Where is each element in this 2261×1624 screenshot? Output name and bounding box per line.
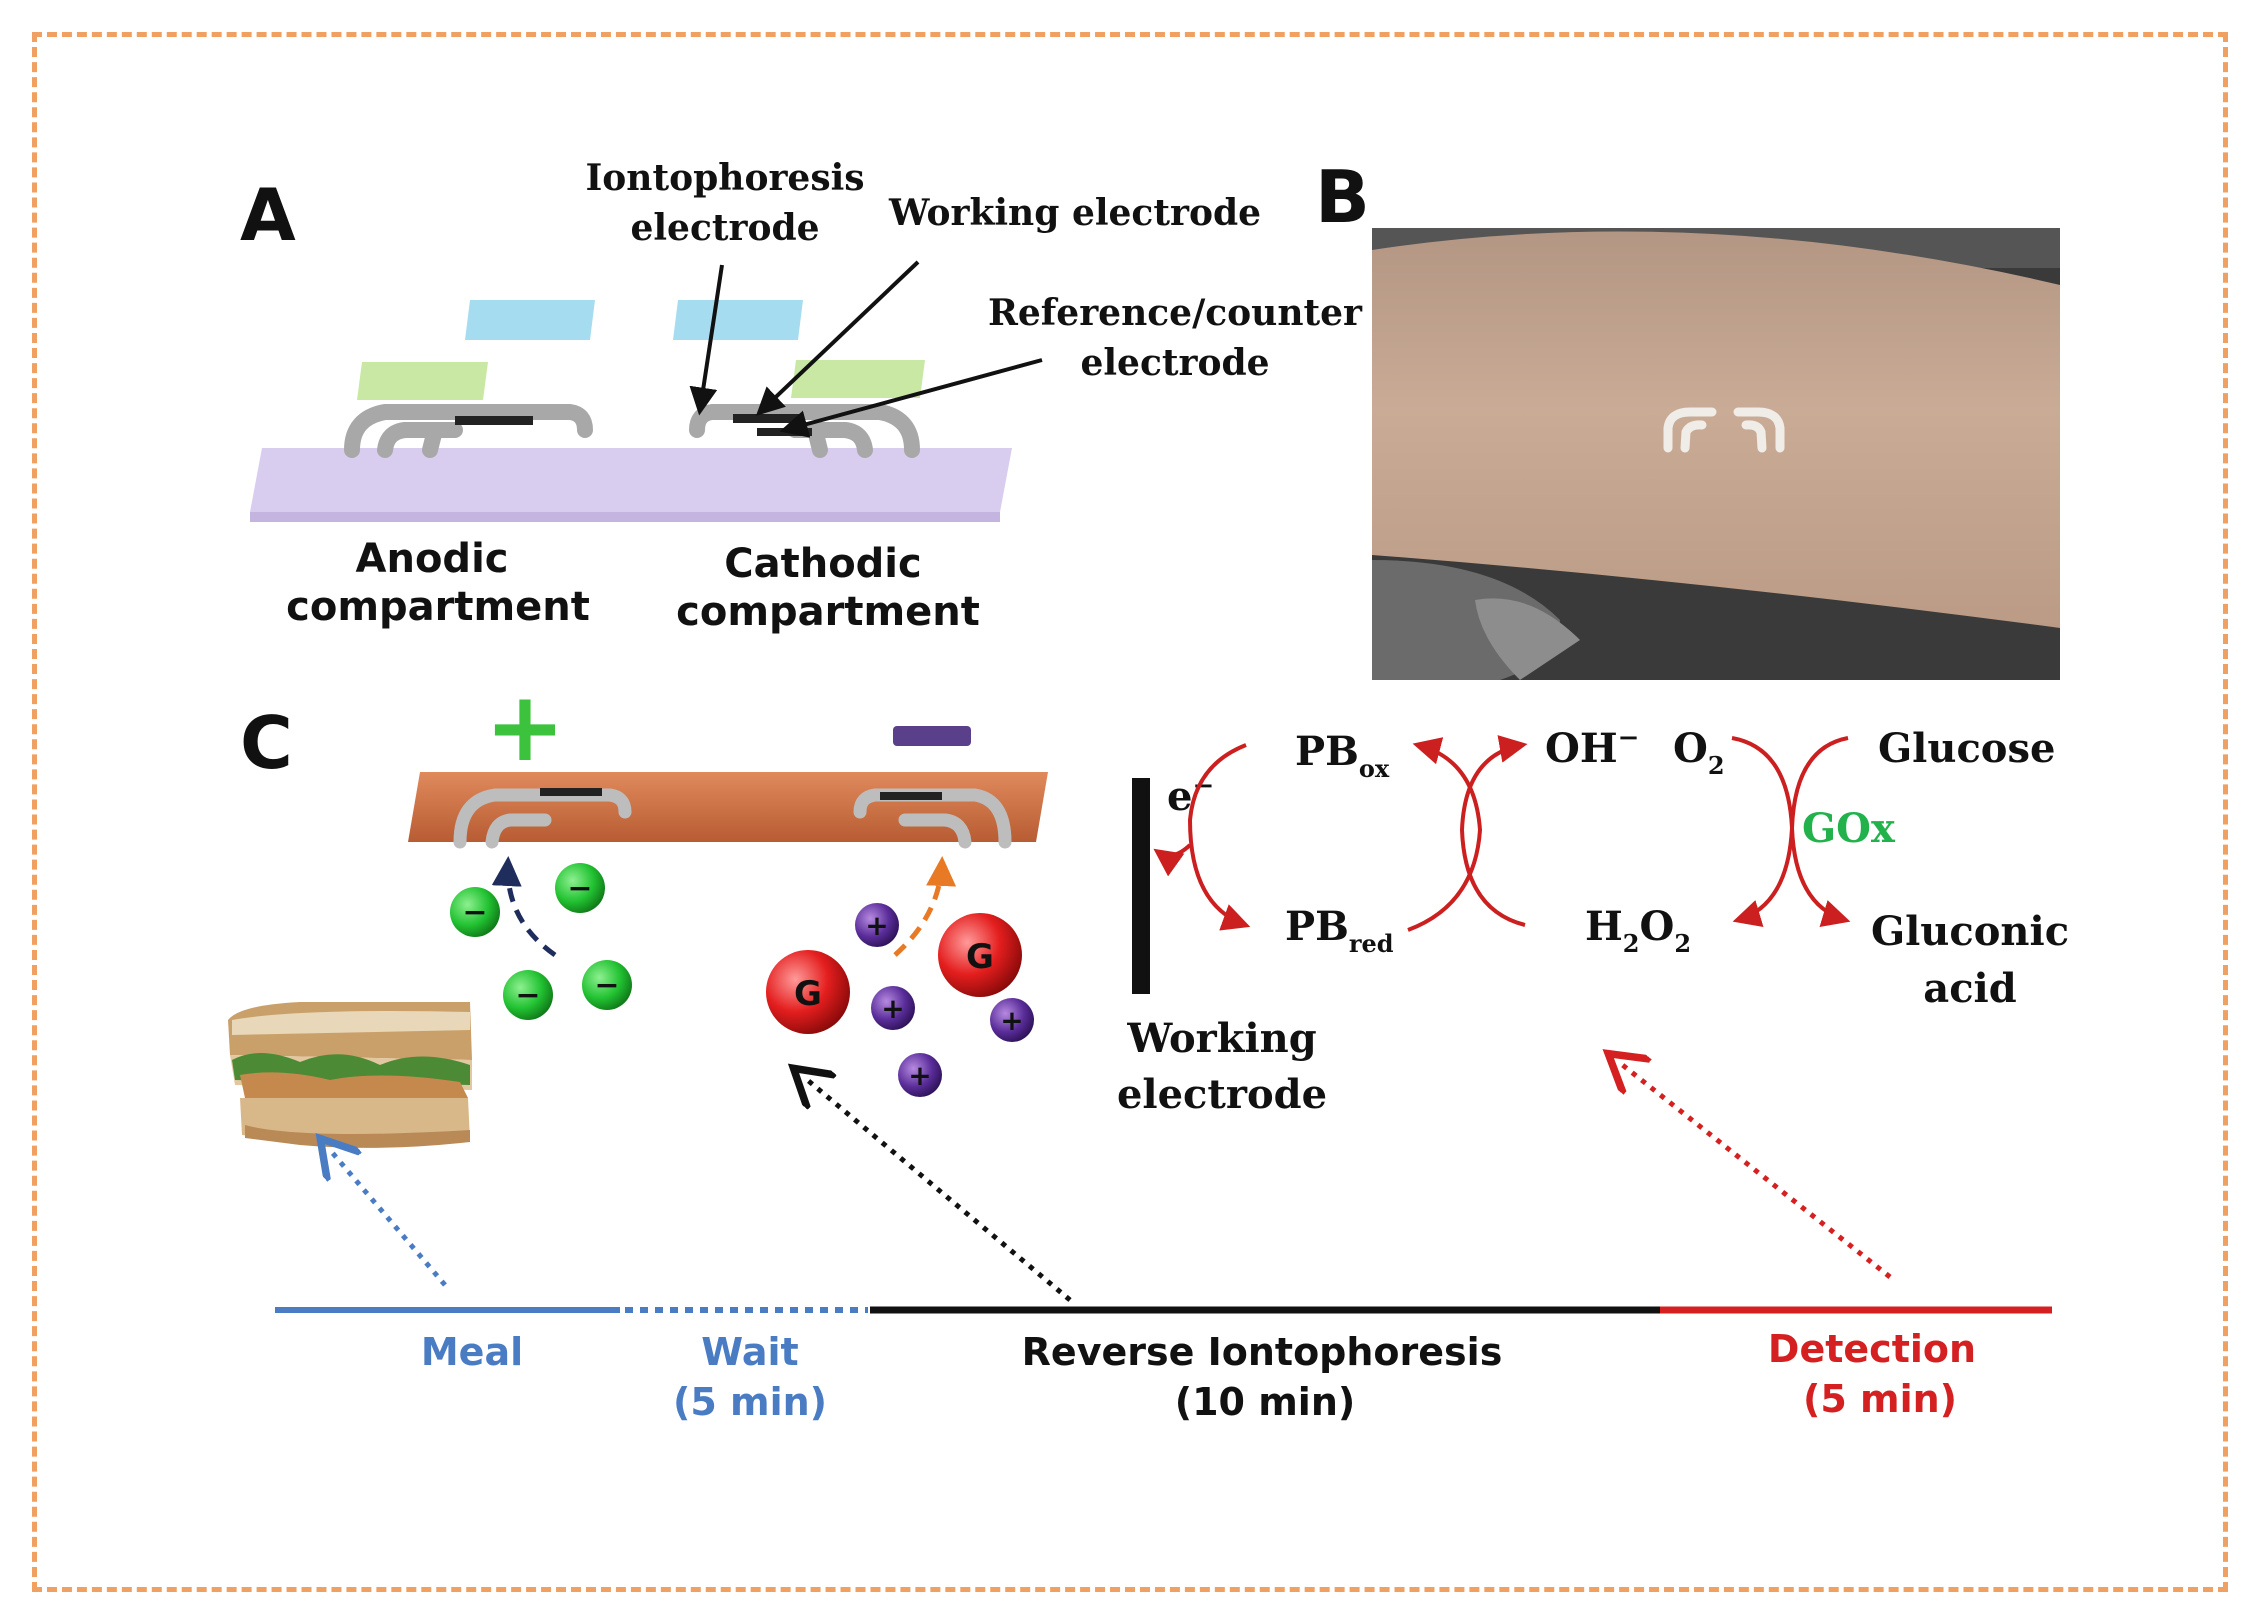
sandwich-image: [228, 1002, 472, 1148]
glucose-molecule: [766, 950, 850, 1034]
svg-text:+: +: [865, 909, 888, 942]
arm-skin: [1372, 231, 2060, 628]
tattoo-sensor-on-arm: [1663, 407, 1785, 453]
anion: [582, 960, 632, 1010]
cathodic-label-line2: compartment: [676, 589, 980, 635]
pb-oxidation-arc: [1407, 737, 1483, 932]
anodic-label-line2: compartment: [286, 584, 590, 630]
glucose-label: Glucose: [1878, 725, 2055, 772]
svg-text:G: G: [794, 974, 822, 1014]
svg-text:+: +: [1000, 1004, 1023, 1037]
glucose-flow-arrow: [893, 856, 957, 957]
cation: [855, 903, 899, 947]
working-electrode-caption-line1: Working: [1126, 1015, 1316, 1062]
iontophoresis-label-line1: Iontophoresis: [585, 157, 864, 199]
figure-frame: [32, 32, 2228, 1592]
working-electrode-label: Working electrode: [888, 192, 1261, 234]
negative-electrode-mark: [893, 726, 971, 746]
hydroxide-ion: OH−: [1545, 723, 1639, 772]
anion: [503, 970, 553, 1020]
cations: + + + +: [855, 903, 1034, 1097]
cation: [871, 986, 915, 1030]
anodic-working-electrode: [455, 416, 533, 425]
peroxide-to-hydroxide-arc: [1459, 735, 1528, 927]
panel-b-label: B: [1315, 155, 1370, 239]
oxygen: O2: [1673, 725, 1725, 780]
gluconic-acid-line1: Gluconic: [1871, 908, 2069, 955]
glucose-molecules: G G: [766, 913, 1022, 1034]
working-electrode-bar: [1132, 778, 1150, 994]
reverse-iontophoresis-label-line2: (10 min): [1175, 1380, 1356, 1424]
anodic-electrode-pattern: [344, 404, 593, 458]
gluconic-acid-line2: acid: [1923, 965, 2016, 1012]
reference-electrode-mark: [757, 428, 812, 436]
meal-label: Meal: [421, 1330, 523, 1374]
detection-pointer-arrow: [1620, 1063, 1892, 1279]
gox-enzyme-label: GOx: [1802, 805, 1896, 852]
wait-label-line2: (5 min): [673, 1380, 827, 1424]
reverse-iontophoresis-label-line1: Reverse Iontophoresis: [1022, 1330, 1503, 1374]
reference-label-line1: Reference/counter: [988, 292, 1363, 334]
iontophoresis-label-line2: electrode: [630, 207, 819, 249]
anion: [450, 887, 500, 937]
svg-text:−: −: [462, 895, 487, 930]
patch-electrode-pattern: [453, 788, 1012, 849]
cathodic-label-line1: Cathodic: [724, 541, 921, 587]
svg-text:+: +: [881, 992, 904, 1025]
reference-pointer-arrow: [779, 358, 1043, 438]
panel-a-label: A: [240, 173, 296, 257]
panel-a: A Iontophoresis electrode Working electr…: [240, 157, 1363, 635]
anion-flow-arrow: [491, 856, 557, 958]
wait-label-line1: Wait: [701, 1330, 798, 1374]
cathodic-layer-green: [791, 360, 925, 398]
svg-text:−: −: [567, 871, 592, 906]
cathodic-layer-blue: [673, 300, 803, 340]
oxygen-to-peroxide-arc: [1731, 736, 1795, 927]
cathodic-working-electrode: [733, 414, 803, 423]
anodic-layer-blue: [465, 300, 595, 340]
hydrogen-peroxide: H2O2: [1585, 903, 1691, 958]
skin-patch: [408, 772, 1048, 842]
panel-b: B: [1315, 155, 2060, 680]
anions: − − − −: [450, 863, 632, 1020]
timeline: Meal Wait (5 min) Reverse Iontophoresis …: [275, 1306, 2052, 1424]
panel-c: C + − − − − +: [228, 671, 2069, 1302]
cation: [990, 998, 1034, 1042]
working-electrode-caption-line2: electrode: [1117, 1071, 1327, 1118]
anodic-label-line1: Anodic: [356, 536, 509, 582]
electron-transfer-arrow: [1153, 843, 1192, 877]
cation: [898, 1053, 942, 1097]
svg-text:+: +: [908, 1059, 931, 1092]
svg-text:G: G: [966, 937, 994, 977]
svg-text:−: −: [515, 978, 540, 1013]
positive-electrode-mark: +: [485, 671, 565, 783]
pb-oxidized: PBox: [1295, 728, 1390, 783]
panel-c-label: C: [240, 701, 293, 785]
detection-label-line1: Detection: [1768, 1327, 1976, 1371]
glucose-molecule: [938, 913, 1022, 997]
iontophoresis-pointer-arrow: [805, 1078, 1072, 1302]
iontophoresis-pointer-arrow: [689, 264, 724, 416]
anion: [555, 863, 605, 913]
detection-label-line2: (5 min): [1803, 1377, 1957, 1421]
meal-pointer-arrow: [330, 1150, 447, 1287]
working-electrode-pointer-arrow: [755, 260, 920, 416]
reference-label-line2: electrode: [1080, 342, 1269, 384]
pb-reduction-arc: [1187, 743, 1251, 931]
pb-reduced: PBred: [1285, 903, 1394, 958]
patch-substrate: [250, 448, 1012, 512]
glucose-to-gluconic-arc: [1789, 736, 1851, 927]
svg-text:−: −: [594, 968, 619, 1003]
anodic-layer-green: [357, 362, 488, 400]
